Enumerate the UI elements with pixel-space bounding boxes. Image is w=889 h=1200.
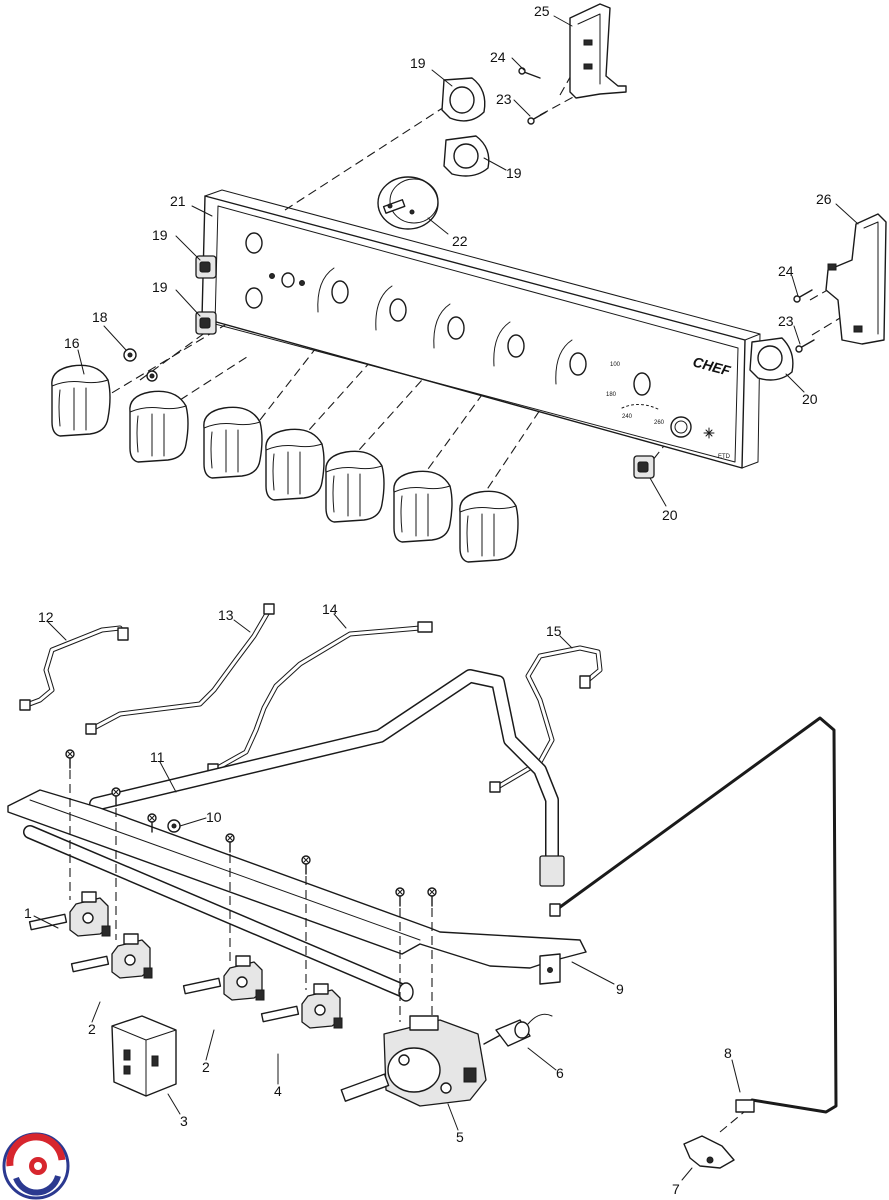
- thermocouple-6: [495, 1013, 553, 1047]
- knob-holes: [331, 280, 692, 438]
- bezel-ring-mid: [443, 135, 490, 177]
- callout-20-lower: 20: [662, 507, 678, 523]
- knob-2: [129, 390, 189, 463]
- side-bracket-right-lower: [825, 213, 887, 345]
- oven-jet-7: [683, 1111, 745, 1169]
- bezel-ring-right: [749, 337, 794, 381]
- side-bracket-right-top: [569, 3, 627, 99]
- callout-3: 3: [180, 1113, 188, 1129]
- bezel-ring-top: [441, 77, 486, 122]
- screw-24-top: [518, 67, 541, 79]
- screw-rail-1: [65, 749, 75, 769]
- gas-manifold-assembly: [7, 603, 838, 1181]
- callout-16: 16: [64, 335, 80, 351]
- gas-tap-4: [260, 983, 343, 1029]
- model-label: ETD: [718, 454, 731, 460]
- callout-19-top: 19: [410, 55, 426, 71]
- callout-25: 25: [534, 3, 550, 19]
- screw-23-top: [527, 111, 547, 125]
- dial-mark-180: 180: [606, 392, 617, 398]
- knob-5: [325, 450, 385, 523]
- callout-23-top: 23: [496, 91, 512, 107]
- callout-4: 4: [274, 1083, 282, 1099]
- callout-6: 6: [556, 1065, 564, 1081]
- oven-gas-pipe-8: [554, 716, 838, 1114]
- callout-20-right: 20: [802, 391, 818, 407]
- callout-26: 26: [816, 191, 832, 207]
- ignition-switch-20: [633, 455, 655, 479]
- ignition-switch-lower: [195, 311, 217, 335]
- gas-tap-2b: [182, 955, 265, 1001]
- callout-labels: 25 24 19 23 19 21 22 19 19 18 16 26 24 2…: [24, 3, 832, 1197]
- callout-2-mid: 2: [202, 1059, 210, 1075]
- oven-thermostat: [340, 1015, 519, 1107]
- bushing-small: [146, 370, 158, 382]
- callout-23-right: 23: [778, 313, 794, 329]
- gas-tap-2: [70, 933, 153, 979]
- ignition-switch-upper: [195, 255, 217, 279]
- callout-24-top: 24: [490, 49, 506, 65]
- oven-switch-3: [111, 1015, 177, 1097]
- knob-3: [203, 406, 263, 479]
- callout-24-right: 24: [778, 263, 794, 279]
- callout-10: 10: [206, 809, 222, 825]
- screw-rail-4: [225, 833, 235, 853]
- manifold-rail: [7, 789, 587, 985]
- control-panel-assembly: CHEF ETD 100 180 240 260: [51, 3, 887, 563]
- control-knobs: [51, 364, 519, 563]
- screw-rail-6: [395, 887, 405, 907]
- callout-21: 21: [170, 193, 186, 209]
- callout-18: 18: [92, 309, 108, 325]
- dial-mark-100: 100: [610, 362, 621, 368]
- nut-10: [167, 819, 181, 833]
- callout-7: 7: [672, 1181, 680, 1197]
- screw-rail-5: [301, 855, 311, 875]
- callout-14: 14: [322, 601, 338, 617]
- screw-24-right: [793, 289, 813, 303]
- timer-unit: [377, 176, 439, 230]
- knob-16: [51, 364, 111, 437]
- callout-12: 12: [38, 609, 54, 625]
- callout-11: 11: [150, 749, 165, 765]
- control-panel: CHEF ETD 100 180 240 260: [201, 189, 761, 469]
- knob-7: [459, 490, 519, 563]
- company-logo: [2, 1132, 70, 1200]
- dial-mark-260: 260: [654, 420, 665, 426]
- callout-22: 22: [452, 233, 468, 249]
- callout-1: 1: [24, 905, 32, 921]
- screw-rail-7: [427, 887, 437, 907]
- callout-9: 9: [616, 981, 624, 997]
- callout-19-mid: 19: [506, 165, 522, 181]
- callout-15: 15: [546, 623, 562, 639]
- knob-4: [265, 428, 325, 501]
- callout-19-left-upper: 19: [152, 227, 168, 243]
- knob-6: [393, 470, 453, 543]
- callout-2-left: 2: [88, 1021, 96, 1037]
- screw-23-right: [795, 339, 815, 353]
- callout-19-left-lower: 19: [152, 279, 168, 295]
- callout-13: 13: [218, 607, 234, 623]
- callout-5: 5: [456, 1129, 464, 1145]
- dial-mark-240: 240: [622, 414, 633, 420]
- callout-8: 8: [724, 1045, 732, 1061]
- bushing-18: [123, 348, 137, 362]
